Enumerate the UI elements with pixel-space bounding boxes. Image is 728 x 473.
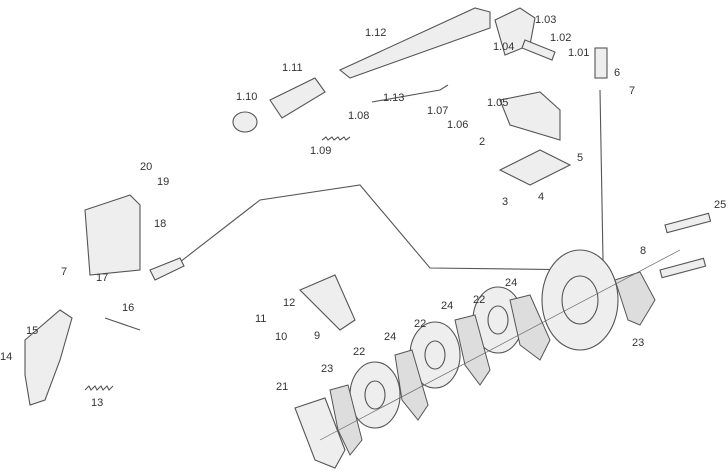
callout-3: 3 [502,196,509,208]
callout-25: 25 [714,199,727,211]
gear-part [541,249,619,351]
callout-11: 11 [255,313,267,325]
spring-13-part [84,385,114,391]
callout-1-07: 1.07 [427,105,449,117]
callout-12: 12 [283,297,296,309]
callout-22a: 22 [473,294,486,306]
callout-21: 21 [276,381,289,393]
adjuster-part [149,257,185,281]
bolt-25a-part [664,212,712,234]
pad-24c-part [394,349,429,421]
callout-1-05: 1.05 [487,97,509,109]
callout-17: 17 [96,272,109,284]
callout-7-left: 7 [61,266,68,278]
lever-part [338,7,491,79]
callout-24a: 24 [505,277,518,289]
callout-20: 20 [140,161,153,173]
pad-23a-part [614,271,656,326]
grip-part [269,77,326,119]
callout-7-top: 7 [629,85,636,97]
pin-part [521,39,556,61]
callout-16: 16 [122,302,135,314]
callout-23b: 23 [321,363,334,375]
knob-part [232,111,258,133]
callout-14: 14 [0,351,13,363]
callout-13: 13 [91,397,104,409]
spring-part [321,136,351,141]
callout-1-04: 1.04 [493,41,515,53]
callout-18: 18 [154,218,167,230]
plate-21-part [294,397,346,469]
callout-1-09: 1.09 [310,145,332,157]
callout-1-11: 1.11 [282,62,303,74]
lever-15-part [24,309,73,406]
clevis-part [594,47,608,79]
bracket-18-part [84,194,141,276]
callout-19: 19 [157,176,170,188]
callout-2: 2 [479,136,486,148]
callout-24b: 24 [441,300,454,312]
callout-15: 15 [26,325,39,337]
shaft-part [299,274,356,331]
callout-1-10: 1.10 [236,91,258,103]
callout-5: 5 [577,152,584,164]
callout-10: 10 [275,331,288,343]
callout-4: 4 [538,191,545,203]
plate-part [498,149,572,186]
callout-1-06: 1.06 [447,119,469,131]
bolt-25b-part [659,257,707,279]
callout-23a: 23 [632,337,645,349]
callout-1-01: 1.01 [568,47,590,59]
pad-24b-part [454,314,491,386]
callout-1-02: 1.02 [550,32,572,44]
rod-part [371,84,449,103]
disc-22c-part [349,361,401,429]
callout-1-13: 1.13 [383,92,405,104]
bracket-part [499,91,561,141]
pad-24a-part [509,294,551,361]
bolt-16-part [104,317,141,331]
callout-22c: 22 [353,346,366,358]
callout-1-03: 1.03 [535,14,557,26]
callout-9: 9 [314,330,321,342]
callout-1-12: 1.12 [365,27,387,39]
callout-24c: 24 [384,331,397,343]
pad-23b-part [329,384,363,456]
callout-6: 6 [614,67,621,79]
callout-1-08: 1.08 [348,110,370,122]
callout-8: 8 [640,245,647,257]
callout-22b: 22 [414,318,427,330]
